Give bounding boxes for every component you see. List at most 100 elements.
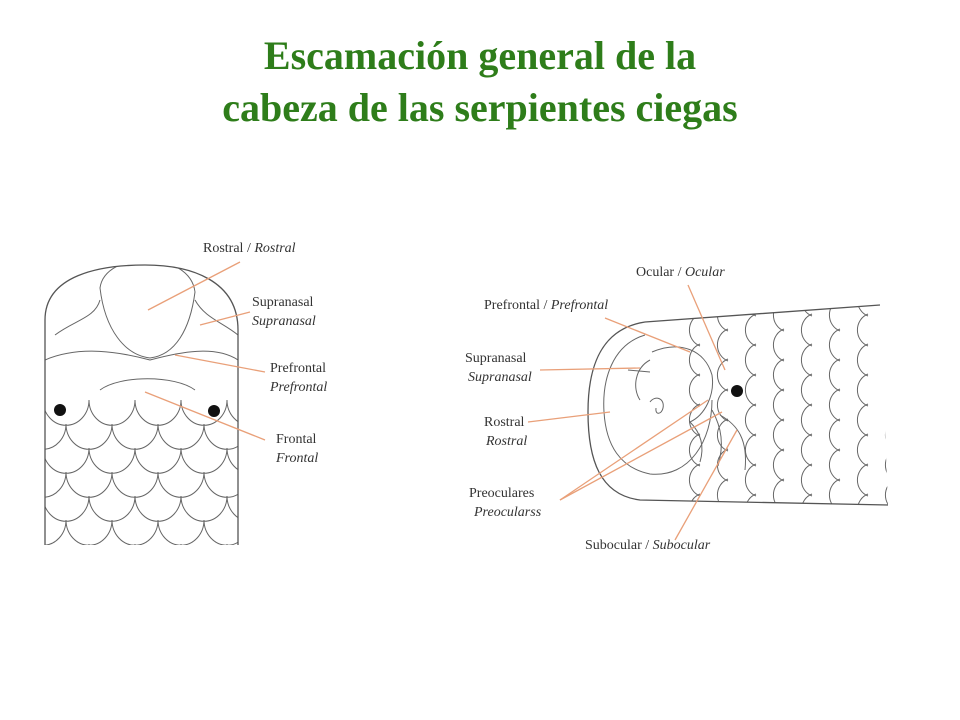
label-frontal: Frontal: [276, 432, 317, 447]
lateral-rostral-scale: [603, 334, 713, 475]
lateral-body-scale: [688, 373, 701, 407]
lateral-body-scale: [744, 403, 757, 437]
dorsal-body-scale: [273, 400, 319, 425]
label-ocular: Ocular / Ocular: [636, 265, 725, 280]
leader-lateral-supranasal: [539, 367, 641, 371]
lateral-body-scale: [829, 509, 840, 541]
dorsal-body-scale: [134, 543, 182, 545]
frontal-scale: [99, 378, 196, 391]
lateral-body-scale: [716, 305, 729, 332]
leader-prefrontal: [174, 354, 266, 373]
nostril-icon: [649, 397, 664, 414]
right-eye-icon: [208, 405, 220, 417]
dorsal-body-scale: [45, 543, 90, 545]
lateral-body-scale: [744, 313, 757, 347]
lateral-body-scale: [688, 403, 701, 437]
dorsal-body-scale: [180, 543, 228, 545]
lateral-body-scale: [688, 343, 701, 377]
dorsal-body-scale: [203, 519, 238, 545]
lateral-body-scale: [800, 403, 813, 437]
lateral-body-scale: [717, 509, 728, 541]
dorsal-body-scale: [226, 399, 238, 426]
lateral-body-scale: [744, 493, 757, 505]
dorsal-body-scale: [203, 423, 238, 450]
dorsal-body-scale: [250, 520, 296, 545]
dorsal-body-scale: [111, 471, 159, 498]
lateral-body-scale: [800, 463, 813, 497]
lateral-body-scale: [800, 305, 813, 317]
lateral-body-scale: [772, 418, 785, 452]
label-lateral-rostral-translation: Rostral: [485, 434, 527, 449]
dorsal-body-scale: [134, 447, 182, 474]
title-line-1: Escamación general de la: [263, 33, 697, 78]
lateral-head-outline: [587, 304, 889, 506]
label-lateral-rostral: Rostral: [484, 415, 525, 430]
lateral-body-scale: [828, 328, 841, 362]
dorsal-head-outline: [44, 264, 239, 545]
lateral-body-scale: [688, 463, 701, 497]
lateral-eye-icon: [731, 385, 743, 397]
lateral-body-scale: [772, 328, 785, 362]
lateral-body-scale: [884, 478, 888, 505]
dorsal-body-scale: [157, 423, 205, 450]
dorsal-body-scale: [88, 447, 136, 474]
dorsal-body-scale: [45, 399, 90, 426]
lateral-body-scale: [716, 358, 729, 392]
lateral-body-scale: [772, 448, 785, 482]
leader-rostral: [147, 261, 241, 311]
label-supranasal: Supranasal: [252, 295, 314, 310]
dorsal-body-scale: [65, 423, 113, 450]
label-preoculares-translation: Preocularss: [473, 505, 542, 520]
dorsal-body-scale: [111, 519, 159, 545]
lateral-prefrontal-scale: [651, 346, 714, 423]
leader-lateral-rostral: [527, 411, 611, 423]
lateral-body-scale: [744, 305, 757, 317]
label-frontal-translation: Frontal: [275, 451, 318, 466]
lateral-body-scale: [828, 358, 841, 392]
lateral-body-scale: [800, 493, 813, 505]
lateral-head-view: Ocular / Ocular Prefrontal / Prefrontal …: [465, 265, 896, 553]
lateral-body-scale: [773, 509, 784, 541]
lateral-body-scale: [885, 509, 896, 541]
lateral-body-scale: [884, 388, 888, 422]
dorsal-body-scale: [88, 543, 136, 545]
dorsal-body-scale: [88, 495, 136, 522]
lateral-body-scale: [828, 418, 841, 452]
label-prefrontal-translation: Prefrontal: [269, 380, 327, 395]
page-title: Escamación general de la cabeza de las s…: [0, 30, 960, 134]
dorsal-body-scale: [88, 399, 136, 426]
lateral-body-scale: [828, 478, 841, 505]
dorsal-body-scale: [157, 519, 205, 545]
dorsal-body-scale: [111, 423, 159, 450]
dorsal-body-scale: [226, 543, 238, 545]
lateral-supranasal-scale: [627, 359, 651, 401]
lateral-body-scale: [688, 493, 701, 505]
leader-subocular: [674, 429, 738, 541]
label-subocular: Subocular / Subocular: [585, 538, 711, 553]
dorsal-body-scale: [226, 495, 238, 522]
lateral-body-scale: [744, 373, 757, 407]
lateral-body-scale: [716, 478, 729, 505]
lateral-body-scale: [856, 433, 869, 467]
lateral-body-scale: [688, 433, 701, 467]
dorsal-body-scale: [65, 519, 113, 545]
lateral-body-scale: [744, 463, 757, 497]
leader-supranasal: [199, 311, 251, 326]
label-rostral: Rostral / Rostral: [203, 241, 296, 256]
lateral-body-scale: [828, 388, 841, 422]
lateral-body-scale: [800, 343, 813, 377]
label-prefrontal: Prefrontal: [270, 361, 326, 376]
label-supranasal-translation: Supranasal: [252, 314, 316, 329]
dorsal-body-scale: [45, 471, 67, 498]
lateral-body-scale: [772, 478, 785, 505]
lateral-body-scale: [744, 433, 757, 467]
dorsal-body-scale: [0, 544, 43, 569]
leader-preoculares-a: [559, 399, 709, 501]
label-lateral-supranasal-translation: Supranasal: [468, 370, 532, 385]
leader-preoculares-b: [559, 411, 723, 501]
lateral-body-scale: [716, 448, 729, 482]
lateral-body-scale: [856, 305, 869, 317]
lateral-subocular-scale: [719, 414, 747, 471]
lateral-body-scale: [884, 448, 888, 482]
